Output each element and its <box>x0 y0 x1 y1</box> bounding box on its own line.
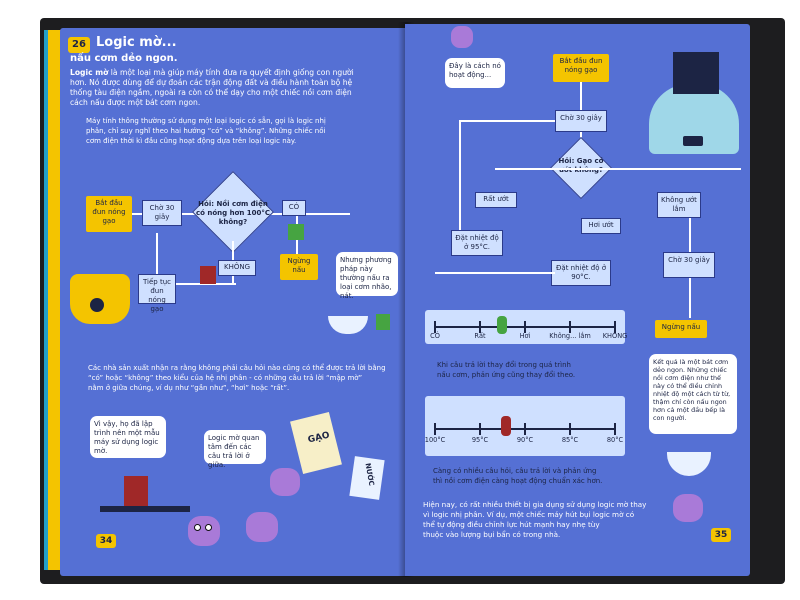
scale-tick <box>434 423 436 435</box>
r-not-very-wet-label: Không ướt lắm <box>657 192 701 218</box>
rice-eye <box>194 524 201 531</box>
bubble-how-it-works: Đây là cách nó hoạt động... <box>445 58 505 88</box>
flow-line-bottom <box>156 283 236 285</box>
right-page-number: 35 <box>711 528 731 542</box>
r-flow-line-1 <box>580 82 582 116</box>
scale-label: Hơi <box>519 332 531 340</box>
bubble-middle-answers: Logic mờ quan tâm đến các câu trả lời ở … <box>204 430 266 469</box>
final-rice-bowl <box>667 452 711 476</box>
para2-line-1: Máy tính thông thường sử dụng một loại l… <box>86 117 326 125</box>
flow-question-text: Hỏi: Nồi cơm điện có nóng hơn 100°C khôn… <box>195 200 271 226</box>
r-flow-line-loop-top <box>459 120 555 122</box>
scale-tick <box>614 321 616 333</box>
intro-line-2: hơn. Nó được dùng để dự đoán các trận độ… <box>70 78 353 87</box>
result-bubble: Kết quả là một bát cơm dẻo ngon. Những c… <box>649 354 737 434</box>
robot-green-2 <box>376 314 390 330</box>
scale-label: CÓ <box>430 332 440 340</box>
scale-label: KHÔNG <box>602 332 628 340</box>
bottom-line-1: Hiện nay, có rất nhiều thiết bị gia dụng… <box>423 500 647 509</box>
left-page-number: 34 <box>96 534 116 548</box>
r-very-wet-label: Rất ướt <box>475 192 517 208</box>
rice-character-3 <box>270 468 300 496</box>
caption1-line-2: nấu cơm, phản ứng cũng thay đổi theo. <box>437 371 576 379</box>
intro-line-4: cách nấu được một bát cơm ngon. <box>70 98 201 107</box>
r-flow-line-branch <box>495 168 741 170</box>
rice-character-top <box>451 26 473 48</box>
scale-label: Không... lắm <box>549 332 591 340</box>
para3-line-3: nằm ở giữa chúng, ví dụ như “gần như”, “… <box>88 384 290 392</box>
para3-line-2: “có” hoặc “không” theo kiểu của hệ nhị p… <box>88 374 363 382</box>
scale2-marker <box>501 416 511 436</box>
r-flow-wait1-box: Chờ 30 giây <box>555 110 607 132</box>
caption1-line-1: Khi câu trả lời thay đổi trong quá trình <box>437 361 571 369</box>
scale1-marker <box>497 316 507 334</box>
scale-label: 100°C <box>424 436 446 444</box>
r-set90-box: Đặt nhiệt độ ở 90°C. <box>551 260 611 286</box>
scale-tick <box>524 321 526 333</box>
flow-stop-box: Ngừng nấu <box>280 254 318 280</box>
left-page: 26 Logic mờ... nấu cơm dẻo ngon. Logic m… <box>60 28 405 576</box>
r-flow-start-box: Bắt đầu đun nóng gạo <box>553 54 609 82</box>
right-page: Đây là cách nó hoạt động... Bắt đầu đun … <box>405 24 750 576</box>
robot-red-large <box>124 476 148 506</box>
flow-yes-box: CÓ <box>282 200 306 216</box>
rice-funnel <box>673 52 719 94</box>
scale-tick <box>479 321 481 333</box>
rice-bowl-illustration <box>328 316 368 334</box>
scale-tick <box>524 423 526 435</box>
flow-start-box: Bắt đầu đun nóng gạo <box>86 196 132 232</box>
caption2-line-2: thì nồi cơm điện càng hoạt động chuẩn xá… <box>433 477 603 485</box>
intro-line-3: thống tàu điện ngầm, ngoài ra còn có thể… <box>70 88 352 97</box>
page-title: Logic mờ... <box>96 35 177 50</box>
caption2-line-1: Càng có nhiều câu hỏi, câu trả lời và ph… <box>433 467 597 475</box>
rice-character-2 <box>246 512 278 542</box>
flow-wait-box: Chờ 30 giây <box>142 200 182 226</box>
scale-label: 85°C <box>561 436 579 444</box>
flow-continue-box: Tiếp tục đun nóng gạo <box>138 274 176 313</box>
bottom-line-3: thể tự động điều chỉnh lực hút mạnh hay … <box>423 520 600 529</box>
scale-tick <box>434 321 436 333</box>
scale-tick <box>569 321 571 333</box>
r-slightly-wet-label: Hơi ướt <box>581 218 621 234</box>
rice-character-chef <box>673 494 703 522</box>
table-illustration <box>100 506 190 512</box>
bottom-line-4: thuộc vào lượng bụi bẩn có trong nhà. <box>423 530 561 539</box>
r-flow-question-text: Hỏi: Gạo có ướt không? <box>558 157 604 174</box>
page-edge-yellow <box>48 30 62 570</box>
bottom-line-2: vì logic nhị phân. Ví dụ, một chiếc máy … <box>423 510 635 519</box>
para2-line-3: cơm điện thời kì đầu cũng hoạt động dựa … <box>86 137 297 145</box>
robot-green-small <box>288 224 304 240</box>
scale-tick <box>614 423 616 435</box>
rice-character-1 <box>188 516 220 546</box>
scale-label: Rất <box>474 332 486 340</box>
intro-line-1: Logic mờ là một loại mà giúp máy tính đư… <box>70 68 354 77</box>
r-wait2-box: Chờ 30 giây <box>663 252 715 278</box>
flow-no-box: KHÔNG <box>218 260 256 276</box>
r-flow-line-loop-left <box>459 120 461 232</box>
page-subtitle: nấu cơm dẻo ngon. <box>70 53 178 64</box>
flow-line-left <box>156 233 158 283</box>
flow-comment-bubble: Nhưng phương pháp này thường nấu ra loại… <box>336 252 398 300</box>
scale-label: 80°C <box>606 436 624 444</box>
r-flow-line-bottom <box>435 272 555 274</box>
bubble-programmed: Vì vậy, họ đã lập trình nên một mẫu máy … <box>90 416 166 458</box>
para3-line-1: Các nhà sản xuất nhận ra rằng không phải… <box>88 364 386 372</box>
rice-cooker-dial <box>90 298 104 312</box>
machine-display <box>683 136 703 146</box>
chapter-number: 26 <box>68 37 90 53</box>
r-stop-box: Ngừng nấu <box>655 320 707 338</box>
page-edge-blue <box>44 30 48 570</box>
scale-label: 95°C <box>471 436 489 444</box>
scale-tick <box>569 423 571 435</box>
robot-red-small <box>200 266 216 284</box>
scale-label: 90°C <box>516 436 534 444</box>
scale-tick <box>479 423 481 435</box>
rice-eye <box>205 524 212 531</box>
r-set95-box: Đặt nhiệt độ ở 95°C. <box>451 230 503 256</box>
para2-line-2: phân, chỉ suy nghĩ theo hai hướng “có” v… <box>86 127 326 135</box>
